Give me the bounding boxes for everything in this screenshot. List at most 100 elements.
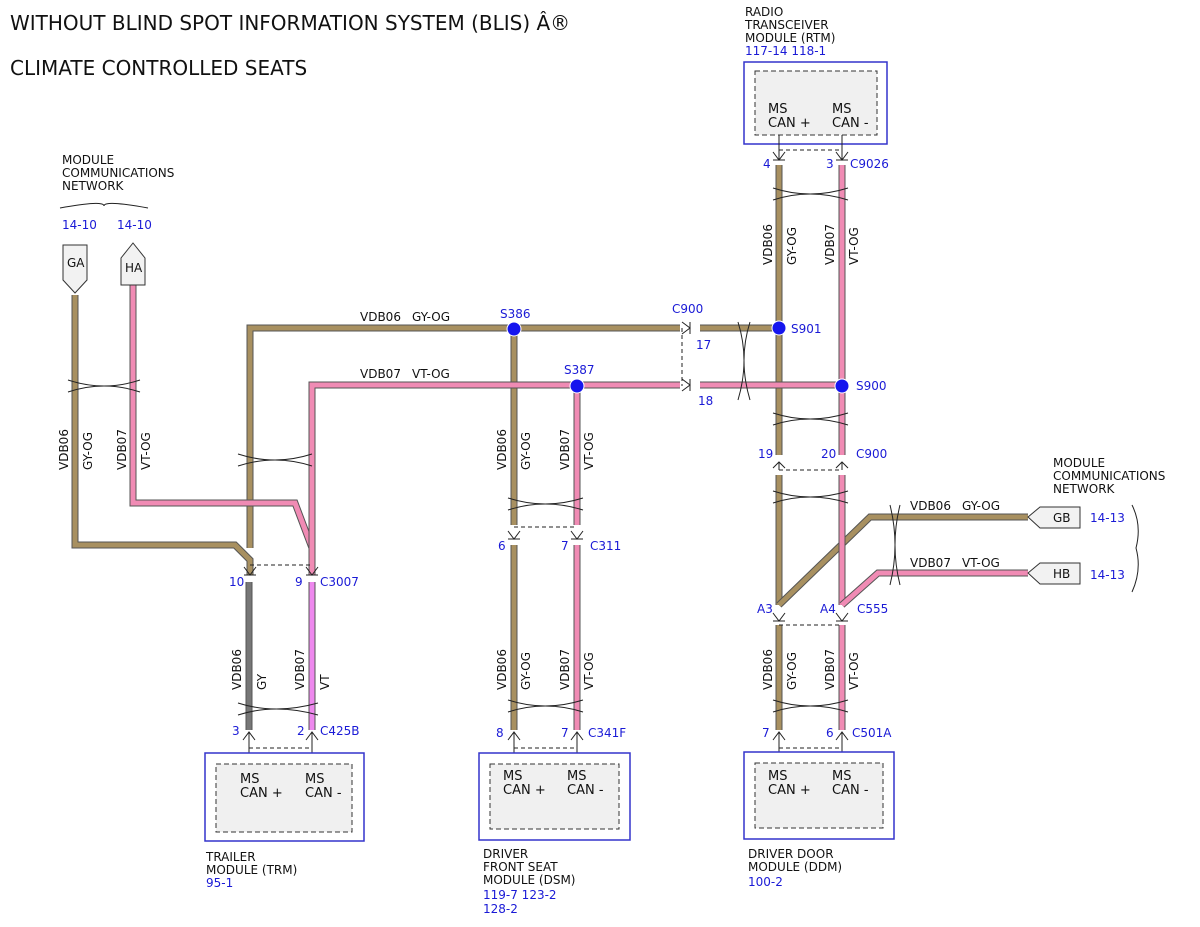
ddm-vdb07: VDB07 [823,649,837,690]
bus-vdb07-color: VT-OG [412,367,450,381]
c555-label: C555 [857,602,888,616]
rtm-pin-plus-1: MS [768,102,787,117]
splice-s386 [506,321,522,337]
ga-wire-color: GY-OG [81,432,95,470]
splice-s387-label: S387 [564,363,595,377]
rtm-refs: 117-14 118-1 [745,44,826,58]
trm-ref-1: 95-1 [206,876,233,890]
c3007-pin-9: 9 [295,575,303,589]
ha-tag-label: HA [125,261,143,275]
c900-pin-17: 17 [696,338,711,352]
splice-s901-label: S901 [791,322,822,336]
right-network-label-2: COMMUNICATIONS [1053,469,1165,483]
trm-vt: VT [318,674,332,690]
trm-wire-labels: VDB06 GY VDB07 VT [230,649,332,690]
module-dsm: MS CAN + MS CAN - DRIVER FRONT SEAT MODU… [478,748,631,916]
rtm-vdb07: VDB07 [823,224,837,265]
c9026-pin-3: 3 [826,157,834,171]
connector-c900-upper: C900 17 18 [672,302,713,408]
dsm-lower-vdb06: VDB06 [495,649,509,690]
dsm-lower-vdb07: VDB07 [558,649,572,690]
hb-connector-tag [1027,562,1081,585]
c900-lower-label: C900 [856,447,887,461]
c341f-label: C341F [588,726,626,740]
dsm-upper-wire-labels: VDB06 GY-OG VDB07 VT-OG [495,429,596,470]
c900-upper-label: C900 [672,302,703,316]
dsm-upper-vdb06: VDB06 [495,429,509,470]
c341f-pin-7: 7 [561,726,569,740]
dsm-lower-wire-labels: VDB06 GY-OG VDB07 VT-OG [495,649,596,690]
dsm-pin-plus-1: MS [503,769,522,784]
ddm-pin-area [754,762,884,829]
c501a-pin-7: 7 [762,726,770,740]
rtm-wire-labels: VDB06 GY-OG VDB07 VT-OG [761,224,861,265]
right-network-brace [1131,504,1139,593]
connector-c311: 6 7 C311 [498,526,621,553]
trm-pin-minus-2: CAN - [305,786,342,801]
gb-reference: 14-13 [1090,511,1125,525]
ddm-name-1: DRIVER DOOR [748,847,834,861]
ddm-ref-1: 100-2 [748,875,783,889]
rtm-vtog: VT-OG [847,227,861,265]
module-rtm: RADIO TRANSCEIVER MODULE (RTM) 117-14 11… [743,5,888,145]
c341f-pin-8: 8 [496,726,504,740]
splice-s900-label: S900 [856,379,887,393]
splice-s900 [834,378,850,394]
trm-gy: GY [255,673,269,690]
twist-symbols [67,187,901,716]
gb-connector-tag [1027,506,1081,529]
c9026-pin-4: 4 [763,157,771,171]
rtm-pin-area [754,70,878,136]
ddm-pin-minus-2: CAN - [832,783,869,798]
left-network-label-1: MODULE [62,153,114,167]
left-network-reference: MODULE COMMUNICATIONS NETWORK 14-10 14-1… [59,153,174,294]
wire-vdb06-gy-og [71,165,1028,730]
left-network-brace [59,202,149,209]
rtm-name-2: TRANSCEIVER [744,18,829,32]
trm-name-2: MODULE (TRM) [206,863,297,877]
gb-tag-label: GB [1053,511,1071,525]
right-network-label-3: NETWORK [1053,482,1116,496]
ddm-name-2: MODULE (DDM) [748,860,842,874]
diagram-title-line1: WITHOUT BLIND SPOT INFORMATION SYSTEM (B… [10,11,570,35]
dsm-pin-area [489,763,620,830]
trm-vdb07: VDB07 [293,649,307,690]
rtm-vdb06: VDB06 [761,224,775,265]
ha-reference: 14-10 [117,218,152,232]
diagram-title-line2: CLIMATE CONTROLLED SEATS [10,56,307,80]
c425b-pin-2: 2 [297,724,305,738]
left-network-label-3: NETWORK [62,179,125,193]
left-network-label-2: COMMUNICATIONS [62,166,174,180]
trm-vdb06: VDB06 [230,649,244,690]
trm-pin-minus-1: MS [305,772,324,787]
connector-c425b: 3 2 C425B [232,724,360,749]
c3007-pin-10: 10 [229,575,244,589]
connector-c501a: 7 6 C501A [762,726,892,749]
ga-reference: 14-10 [62,218,97,232]
c900-pin-20: 20 [821,447,836,461]
c425b-label: C425B [320,724,360,738]
rtm-pin-minus-1: MS [832,102,851,117]
hb-wire-circuit: VDB07 [910,556,951,570]
dsm-upper-gyog: GY-OG [519,432,533,470]
splice-s901 [771,320,787,336]
trm-pin-plus-2: CAN + [240,786,283,801]
trm-name-1: TRAILER [205,850,256,864]
connector-c3007: 10 9 C3007 [229,564,359,589]
dsm-pin-minus-2: CAN - [567,783,604,798]
rtm-pin-minus-2: CAN - [832,116,869,131]
ga-connector-tag [62,244,88,294]
c555-pin-a4: A4 [820,602,836,616]
ha-connector-tag [120,242,146,286]
dsm-upper-vtog: VT-OG [582,432,596,470]
connector-c900-lower: 19 20 C900 [758,447,887,471]
c9026-label: C9026 [850,157,889,171]
right-network-label-1: MODULE [1053,456,1105,470]
dsm-ref-1: 119-7 123-2 [483,888,557,902]
rtm-name-3: MODULE (RTM) [745,31,835,45]
splices: S386 S387 S901 S900 [500,307,887,394]
c900-pin-19: 19 [758,447,773,461]
module-ddm: MS CAN + MS CAN - DRIVER DOOR MODULE (DD… [743,748,895,889]
right-network-reference: MODULE COMMUNICATIONS NETWORK VDB06 GY-O… [910,456,1165,593]
dsm-name-1: DRIVER [483,847,528,861]
